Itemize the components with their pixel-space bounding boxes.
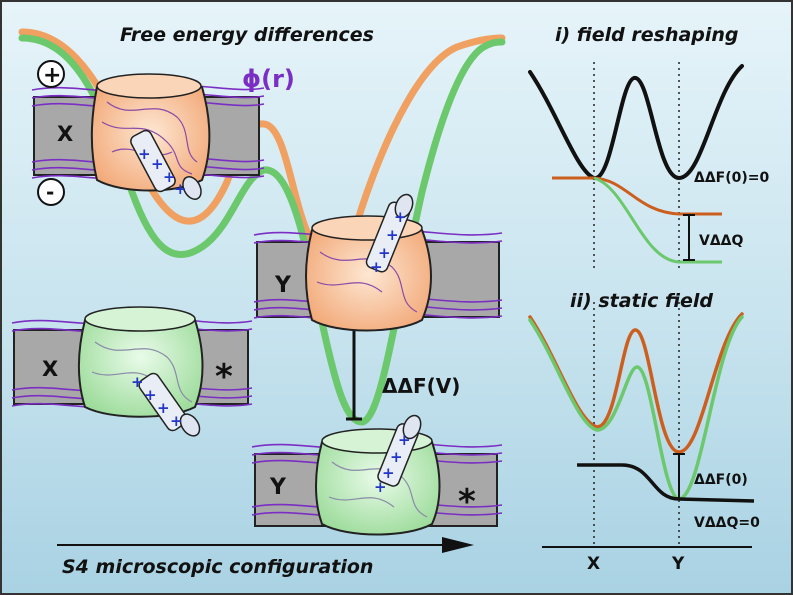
membrane-plus-marker bbox=[37, 60, 65, 88]
potential-label: ϕ(r) bbox=[242, 65, 295, 93]
membrane-plus-label: + bbox=[43, 63, 61, 88]
state-x-orange bbox=[31, 73, 265, 200]
mutation-star-y: * bbox=[458, 482, 476, 522]
charge-cross: + bbox=[386, 226, 399, 244]
axis-y-label: Y bbox=[671, 554, 685, 574]
state-x-label-low: X bbox=[42, 357, 58, 381]
membrane-minus-marker bbox=[37, 178, 65, 206]
ddf-zero-label: ΔΔF(0) bbox=[694, 472, 748, 488]
charge-cross: + bbox=[163, 168, 176, 186]
green-landscape-curve-ii bbox=[528, 315, 744, 501]
state-x-green bbox=[11, 306, 253, 437]
axis-x-label: X bbox=[587, 554, 600, 574]
vddq-zero-eq-label: VΔΔQ=0 bbox=[694, 515, 760, 531]
mutation-star-x: * bbox=[215, 357, 233, 397]
charge-cross: + bbox=[170, 412, 183, 430]
config-arrow bbox=[57, 537, 474, 553]
charge-cross: + bbox=[382, 464, 395, 482]
vddq-label: VΔΔQ bbox=[699, 233, 744, 249]
charge-cross: + bbox=[398, 431, 411, 449]
charge-cross: + bbox=[144, 386, 157, 404]
charge-cross: + bbox=[174, 180, 187, 198]
state-y-label-mid: Y bbox=[274, 273, 292, 298]
charge-cross: + bbox=[151, 155, 164, 173]
black-landscape-curve-i bbox=[528, 64, 744, 181]
ddf-v-label: ΔΔF(V) bbox=[382, 374, 460, 398]
charge-cross: + bbox=[378, 244, 391, 262]
membrane-minus-label: - bbox=[46, 180, 54, 204]
state-y-label-low: Y bbox=[269, 475, 287, 500]
panel-i-title: i) field reshaping bbox=[555, 24, 739, 46]
charge-cross: + bbox=[390, 448, 403, 466]
charge-cross: + bbox=[131, 373, 144, 391]
state-y-green bbox=[251, 414, 503, 536]
ddf-zero-eq-label: ΔΔF(0)=0 bbox=[694, 170, 770, 186]
charge-cross: + bbox=[157, 399, 170, 417]
state-y-orange bbox=[253, 193, 503, 332]
bottom-caption: S4 microscopic configuration bbox=[62, 556, 373, 578]
main-title: Free energy differences bbox=[120, 24, 374, 46]
state-x-label-top: X bbox=[57, 122, 73, 146]
charge-cross: + bbox=[374, 478, 387, 496]
panel-ii-title: ii) static field bbox=[570, 290, 713, 312]
charge-cross: + bbox=[138, 145, 151, 163]
ddf-zero-bar bbox=[673, 453, 685, 498]
black-field-curve-ii bbox=[577, 463, 755, 503]
charge-cross: + bbox=[370, 258, 383, 276]
charge-cross: + bbox=[394, 208, 407, 226]
vddq-bar bbox=[683, 214, 695, 261]
green-field-curve-i bbox=[593, 176, 722, 264]
